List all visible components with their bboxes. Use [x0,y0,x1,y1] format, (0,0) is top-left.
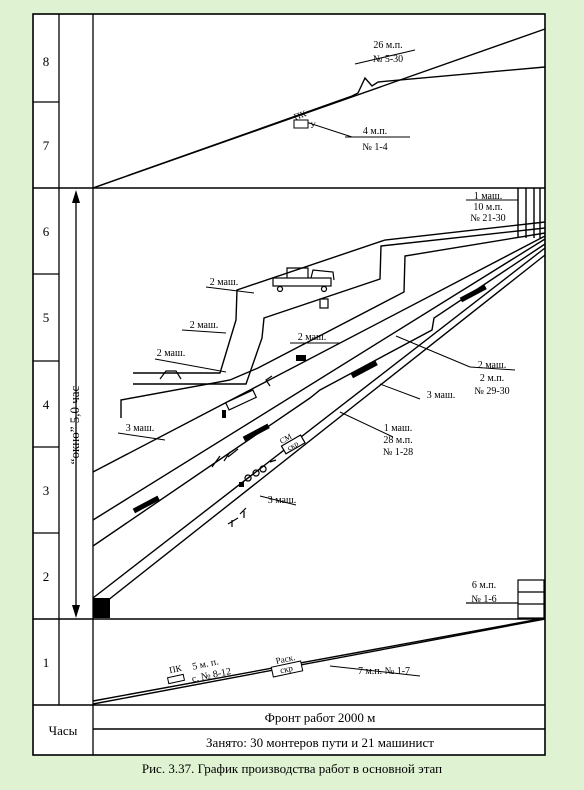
label-2mash-a: 2 маш. [210,277,238,288]
middle-work-lines [92,188,546,613]
label-26mp-no: № 5-30 [373,54,403,65]
label-1mash-b: 1 маш. [384,423,412,434]
label-1-6: № 1-6 [471,594,496,605]
label-3mash-c: 3 маш. [268,495,296,506]
machine-icons [159,267,335,527]
window-arrow [72,190,80,618]
label-21-30: № 21-30 [470,213,505,224]
leader-4mp-b [305,121,353,138]
crew-label: Занято: 30 монтеров пути и 21 машинист [206,735,434,750]
label-4mp: 4 м.п. [363,126,387,137]
label-rask: Раск. [275,652,296,666]
label-pk-top: ПК [292,108,308,122]
hour-label-6: 6 [43,224,50,239]
hour-label-5: 5 [43,310,50,325]
hour-label-3: 3 [43,483,50,498]
label-pk-top-sub: У [310,121,316,130]
label-2mash-e: 2 маш. [478,360,506,371]
hour-label-8: 8 [43,54,50,69]
hour-label-2: 2 [43,569,50,584]
right-stack-bottom [466,579,545,619]
pk-marker-bottom [166,673,186,685]
hour-row-lines [33,101,59,534]
label-2mash-b: 2 маш. [190,320,218,331]
middle-leaders [117,286,516,506]
bottom-work-lines [92,618,546,705]
label-7mp: 7 м.п. № 1-7 [358,666,410,677]
label-1-28: № 1-28 [383,447,413,458]
figure-caption: Рис. 3.37. График производства работ в о… [142,761,442,776]
label-3mash-b: 3 маш. [427,390,455,401]
label-29-30: № 29-30 [474,386,509,397]
label-26mp: 26 м.п. [373,40,402,51]
label-skr2: скр [279,663,294,676]
front-label: Фронт работ 2000 м [265,710,376,725]
label-3mash-a: 3 маш. [126,423,154,434]
leader-7mp [329,665,421,677]
black-marks [93,284,487,618]
label-4mp-no: № 1-4 [362,142,387,153]
pk-marker-top [293,119,309,129]
hour-label-7: 7 [43,138,50,153]
label-2mp: 2 м.п. [480,373,504,384]
label-28mp: 28 м.п. [383,435,412,446]
top-work-lines [92,28,546,189]
label-5mp: 5 м. п. [191,656,219,672]
label-pk-bottom: ПК [168,663,183,676]
hours-label: Часы [49,723,78,738]
label-10mp: 10 м.п. [473,202,502,213]
label-2mash-d: 2 маш. [298,332,326,343]
window-label: “окно” 5,0 час [67,385,82,464]
label-6mp: 6 м.п. [472,580,496,591]
hour-label-4: 4 [43,397,50,412]
label-1mash-top: 1 маш. [474,191,502,202]
rask-marker [270,660,304,678]
hour-label-1: 1 [43,655,50,670]
label-2mash-c: 2 маш. [157,348,185,359]
leader-26mp [354,49,416,65]
diagram-frame [32,13,546,756]
